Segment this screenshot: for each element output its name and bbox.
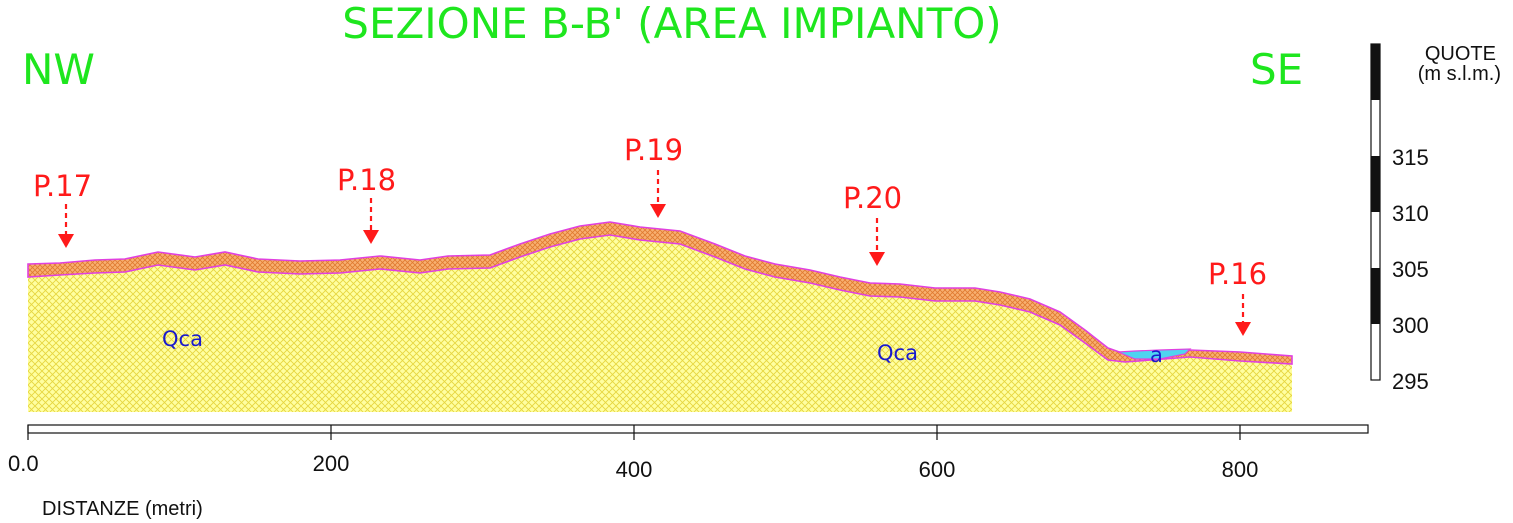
distance-tick-0: 0.0 — [8, 451, 39, 476]
distance-tick-400: 400 — [616, 457, 653, 482]
point-marker-p18: P.18 — [337, 163, 396, 244]
qca-unit-body — [28, 228, 1292, 412]
direction-se-label: SE — [1250, 45, 1303, 94]
elevation-tick-300: 300 — [1392, 313, 1429, 338]
top-layer — [27, 221, 1293, 365]
arrow-down-icon — [650, 204, 666, 218]
arrow-down-icon — [1235, 322, 1251, 336]
elevation-axis-label: QUOTE — [1425, 43, 1496, 65]
point-label-p20: P.20 — [843, 181, 902, 215]
section-title: SEZIONE B-B' (AREA IMPIANTO) — [342, 0, 1001, 48]
point-label-p16: P.16 — [1208, 257, 1267, 291]
direction-nw-label: NW — [22, 45, 95, 94]
unit-label-qca-right: Qca — [877, 341, 918, 365]
elevation-tick-310: 310 — [1392, 201, 1429, 226]
elevation-tick-315: 315 — [1392, 145, 1429, 170]
distance-tick-600: 600 — [919, 457, 956, 482]
elevation-scale-bar — [1370, 43, 1381, 381]
unit-label-qca-left: Qca — [162, 327, 203, 351]
arrow-down-icon — [363, 230, 379, 244]
elevation-tick-295: 295 — [1392, 369, 1429, 394]
distance-axis-label: DISTANZE (metri) — [42, 498, 203, 520]
distance-scale-bar — [27, 424, 1369, 440]
elevation-tick-305: 305 — [1392, 257, 1429, 282]
unit-label-a: a — [1150, 343, 1163, 367]
point-label-p19: P.19 — [624, 133, 683, 167]
distance-tick-200: 200 — [313, 451, 350, 476]
point-marker-p16: P.16 — [1208, 257, 1267, 336]
distance-tick-800: 800 — [1222, 457, 1259, 482]
point-label-p18: P.18 — [337, 163, 396, 197]
arrow-down-icon — [58, 234, 74, 248]
point-label-p17: P.17 — [33, 169, 92, 203]
point-marker-p17: P.17 — [33, 169, 92, 248]
arrow-down-icon — [869, 252, 885, 266]
elevation-axis-unit: (m s.l.m.) — [1418, 63, 1501, 85]
alluvium-lens — [1117, 348, 1192, 360]
point-marker-p19: P.19 — [624, 133, 683, 218]
point-marker-p20: P.20 — [843, 181, 902, 266]
